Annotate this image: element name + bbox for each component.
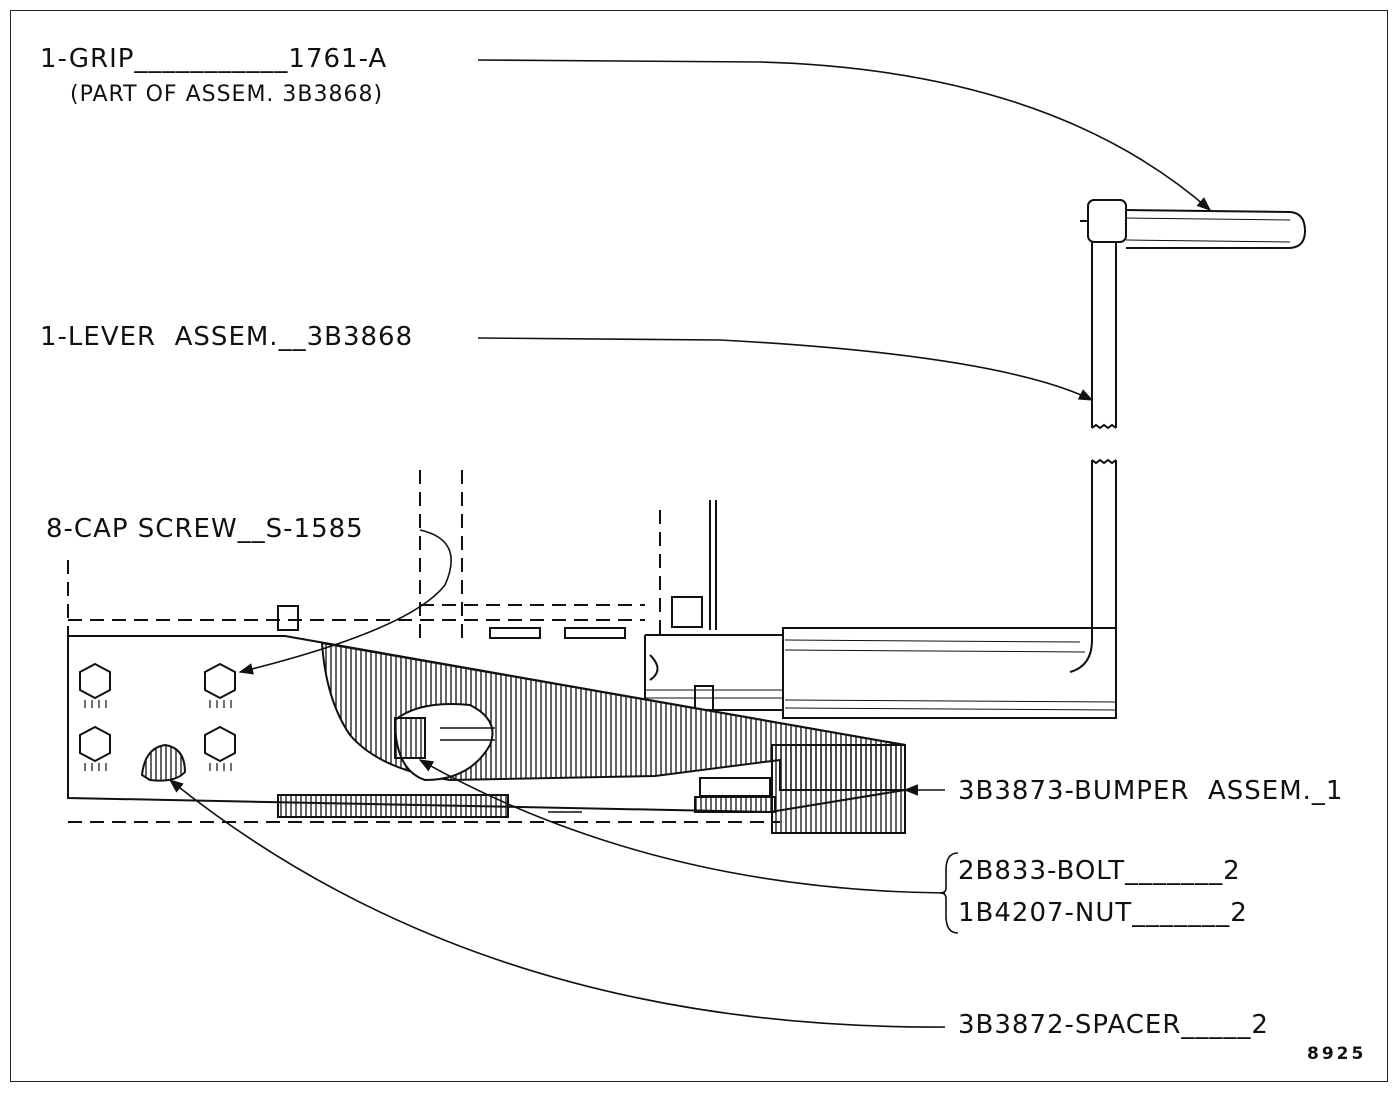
- drawing-frame: [10, 10, 1388, 1082]
- bolt-label: 2B833-BOLT_______2: [958, 856, 1241, 886]
- nut-label: 1B4207-NUT_______2: [958, 898, 1248, 928]
- grip-label: 1-GRIP___________1761-A: [40, 44, 388, 74]
- spacer-part: [140, 743, 187, 782]
- frame-structure: [67, 470, 780, 823]
- cap-screw-heads: [79, 662, 236, 771]
- grip-note-label: (PART OF ASSEM. 3B3868): [70, 82, 384, 107]
- grip-part: [1080, 199, 1307, 249]
- bumper-assembly-label: 3B3873-BUMPER ASSEM._1: [958, 776, 1344, 806]
- spacer-label: 3B3872-SPACER_____2: [958, 1010, 1269, 1040]
- figure-number: 8925: [1307, 1044, 1367, 1064]
- cap-screw-label: 8-CAP SCREW__S-1585: [46, 514, 364, 544]
- lever-assembly-label: 1-LEVER ASSEM.__3B3868: [40, 322, 414, 352]
- bumper-section: [277, 641, 906, 834]
- frame-posts: [277, 500, 717, 639]
- lever-assembly: [644, 242, 1117, 719]
- leader-lines: [168, 59, 1212, 1028]
